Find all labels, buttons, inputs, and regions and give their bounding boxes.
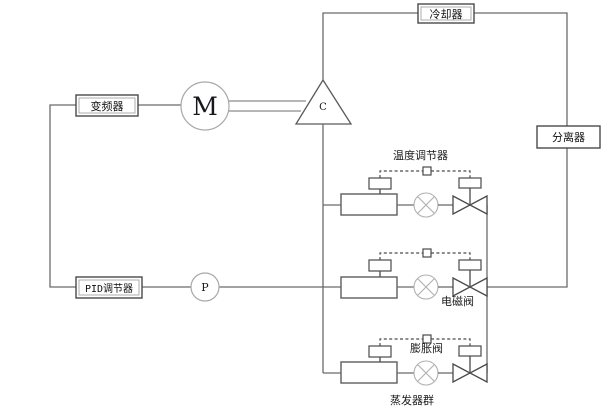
- motor-circle: [180, 81, 230, 131]
- wire-left-loop: [49, 104, 76, 288]
- temperature-regulator-node-middle: [422, 248, 432, 258]
- wire-cooler-to-separator: [474, 12, 568, 126]
- pressure-sensor-circle: [190, 272, 220, 302]
- evaporator-middle: [340, 276, 398, 299]
- solenoid-valve-label: 电磁阀: [441, 295, 474, 308]
- evaporator-branch-middle: [323, 248, 488, 300]
- flow-indicator-top: [413, 192, 439, 218]
- signal-link-middle: [379, 248, 471, 260]
- expansion-valve-label: 膨胀阀: [410, 342, 443, 355]
- valve-top-left-wedge: [452, 194, 472, 216]
- flow-indicator-middle-cross: [417, 278, 435, 296]
- valve-bottom-actuator: [458, 345, 482, 357]
- compressor-glyph: C: [319, 101, 327, 113]
- pid-inner-frame: [78, 279, 140, 296]
- temperature-regulator-node-top: [422, 166, 432, 176]
- signal-link-bottom: [379, 334, 471, 346]
- evaporator-bottom: [340, 361, 398, 384]
- inverter-outer-frame: [75, 94, 139, 117]
- signal-link-bottom-right: [431, 338, 471, 346]
- signal-link-top: [379, 166, 471, 178]
- control-valve-top: [452, 177, 488, 216]
- motor-glyph: M: [192, 91, 218, 121]
- separator-label: 分离器: [552, 131, 585, 144]
- temperature-regulator-label: 温度调节器: [393, 149, 448, 162]
- valve-bottom-left-wedge: [452, 362, 472, 384]
- valve-top-actuator: [458, 177, 482, 189]
- valve-middle-right-wedge: [468, 276, 488, 298]
- control-valve-bottom: [452, 345, 488, 384]
- valve-top-right-wedge: [468, 194, 488, 216]
- left-control-bus: [49, 104, 76, 288]
- pid-outer-frame: [75, 276, 143, 299]
- temperature-probe-bottom-body: [368, 345, 392, 358]
- inverter-inner-frame: [78, 97, 136, 114]
- cooler-inner-frame: [420, 6, 472, 21]
- signal-link-middle-right: [431, 252, 471, 260]
- signal-link-bottom-left: [379, 338, 423, 346]
- box-inverter-frame: [75, 94, 139, 117]
- inverter-label: 变频器: [90, 99, 124, 113]
- flow-indicator-bottom: [413, 360, 439, 386]
- wire-separator-to-liquid-bus: [487, 148, 568, 288]
- signal-link-middle-left: [379, 252, 423, 260]
- evaporator-branch-bottom: [323, 334, 488, 386]
- valve-middle-actuator: [458, 259, 482, 271]
- temperature-probe-middle: [368, 259, 392, 277]
- flow-indicator-top-cross: [417, 196, 435, 214]
- cooler-label: 冷却器: [429, 7, 463, 21]
- temperature-probe-top-body: [368, 177, 392, 190]
- evaporator-branch-top: [323, 166, 488, 218]
- pressure-sensor-glyph: P: [201, 280, 209, 294]
- pid-regulator-label: PID调节器: [84, 284, 134, 295]
- flow-indicator-bottom-cross: [417, 364, 435, 382]
- valve-middle-left-wedge: [452, 276, 472, 298]
- evaporator-top: [340, 193, 398, 216]
- motor-shaft: [229, 100, 306, 112]
- flow-indicator-middle: [413, 274, 439, 300]
- temperature-probe-top: [368, 177, 392, 194]
- box-cooler-frame: [417, 3, 475, 24]
- expansion-valve-node-bottom: [422, 334, 432, 344]
- temperature-probe-middle-body: [368, 259, 392, 272]
- valve-bottom-right-wedge: [468, 362, 488, 384]
- signal-link-top-right: [431, 170, 471, 178]
- signal-link-top-left: [379, 170, 423, 178]
- wire-compressor-to-cooler: [322, 12, 418, 80]
- evaporator-group-caption: 蒸发器群: [390, 394, 434, 407]
- control-valve-middle: [452, 259, 488, 298]
- box-pid-frame: [75, 276, 143, 299]
- temperature-probe-bottom: [368, 345, 392, 362]
- cooler-outer-frame: [417, 3, 475, 24]
- box-separator-frame: [536, 125, 601, 149]
- separator-outer-frame: [536, 125, 601, 149]
